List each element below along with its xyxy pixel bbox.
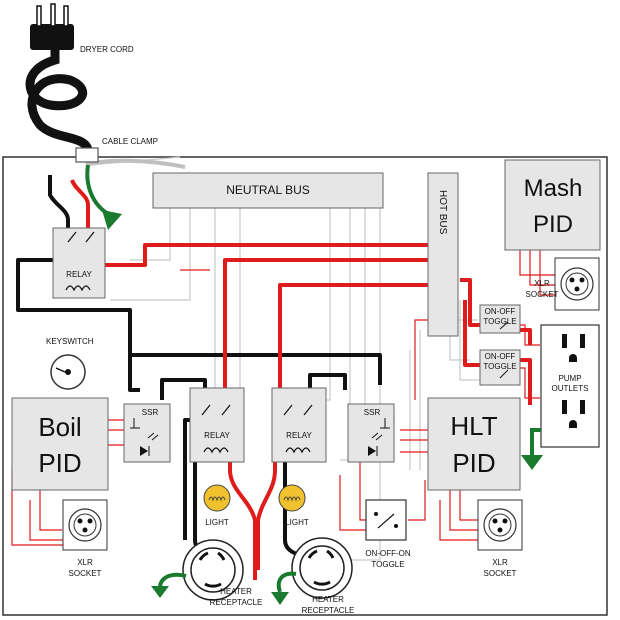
mash-xlr-label-2: SOCKET	[526, 290, 559, 299]
toggle1-label-2: TOGGLE	[483, 317, 516, 326]
hlt-xlr-label-2: SOCKET	[484, 569, 517, 578]
on-off-on-label-2: TOGGLE	[371, 560, 404, 569]
toggle2-label-1: ON-OFF	[485, 352, 516, 361]
outlet-icon	[562, 400, 585, 428]
mash-xlr-label-1: XLR	[534, 279, 550, 288]
toggle2-label-2: TOGGLE	[483, 362, 516, 371]
boil-pid	[11, 397, 109, 491]
boil-xlr-label-1: XLR	[77, 558, 93, 567]
light-bulb-icon	[203, 484, 231, 512]
hlt-pid-line2: PID	[452, 448, 495, 478]
mash-pid	[504, 159, 601, 251]
boil-xlr-label-2: SOCKET	[69, 569, 102, 578]
heater-relay-left: RELAY	[189, 387, 245, 463]
outlet-icon	[562, 334, 585, 362]
light-left-label: LIGHT	[205, 518, 229, 527]
ground-arrow-icon	[521, 428, 543, 470]
cable-clamp-label: CABLE CLAMP	[102, 137, 158, 146]
relay-left-label: RELAY	[204, 431, 230, 440]
ssr-right: SSR	[347, 403, 395, 463]
hlt-xlr-label-1: XLR	[492, 558, 508, 567]
hlt-pid	[427, 397, 521, 491]
cord-cable	[25, 40, 93, 155]
mash-pid-line1: Mash	[524, 175, 583, 202]
ground-arrow-icon	[271, 571, 297, 605]
heater-right-label-2: RECEPTACLE	[302, 606, 355, 615]
toggle1-label-1: ON-OFF	[485, 307, 516, 316]
keyswitch-icon	[50, 354, 86, 390]
neutral-bus	[152, 172, 384, 209]
receptacle-icon	[182, 539, 244, 601]
ssr-left: SSR	[123, 403, 171, 463]
pump-outlets-label-1: PUMP	[558, 374, 581, 383]
hlt-pid-line1: HLT	[450, 411, 497, 441]
dryer-cord: DRYER CORD	[25, 3, 134, 155]
signal-wires	[11, 250, 560, 546]
enclosure	[2, 156, 608, 616]
heater-relay-right: RELAY	[271, 387, 327, 463]
on-off-on-toggle	[365, 499, 407, 541]
neutral-bus-label: NEUTRAL BUS	[226, 183, 310, 197]
keyswitch-label: KEYSWITCH	[46, 337, 94, 346]
ground-arrow-icon	[85, 164, 122, 230]
hot-bus	[427, 172, 459, 337]
heater-left-label-2: RECEPTACLE	[210, 598, 263, 607]
plug-icon	[30, 3, 74, 50]
receptacle-icon	[291, 537, 353, 599]
xlr-socket-icon	[483, 508, 517, 542]
main-relay: RELAY	[52, 227, 106, 299]
ssr-left-label: SSR	[142, 408, 159, 417]
dryer-cord-label: DRYER CORD	[80, 45, 134, 54]
cable-clamp	[75, 147, 99, 163]
mash-pid-line2: PID	[533, 211, 573, 238]
pump-outlets-label-2: OUTLETS	[552, 384, 589, 393]
light-bulb-icon	[278, 484, 306, 512]
hot-wires	[70, 179, 532, 580]
neutral-cord-wire	[85, 158, 186, 169]
on-off-toggle-1	[479, 304, 521, 334]
light-right-label: LIGHT	[285, 518, 309, 527]
ground-arrow-icon	[151, 572, 187, 598]
on-off-on-label-1: ON-OFF-ON	[365, 549, 411, 558]
ssr-right-label: SSR	[364, 408, 381, 417]
hot-bus-label: HOT BUS	[437, 190, 448, 235]
heater-left-label-1: HEATER	[220, 587, 252, 596]
main-relay-label: RELAY	[66, 270, 92, 279]
xlr-socket-icon	[560, 267, 594, 301]
on-off-toggle-2	[479, 349, 521, 386]
boil-pid-line1: Boil	[38, 412, 81, 442]
boil-pid-line2: PID	[38, 448, 81, 478]
xlr-socket-icon	[68, 508, 102, 542]
heater-right-label-1: HEATER	[312, 595, 344, 604]
relay-right-label: RELAY	[286, 431, 312, 440]
